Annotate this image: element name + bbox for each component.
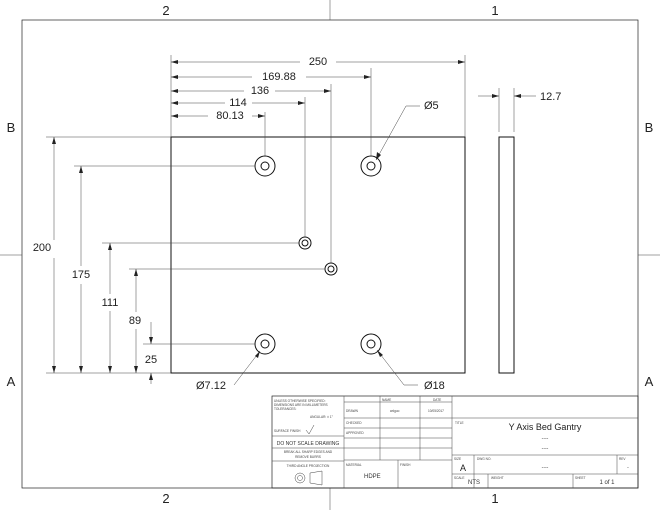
dimension-136: 136 bbox=[251, 85, 269, 97]
notes-line1: UNLESS OTHERWISE SPECIFIED: bbox=[274, 399, 326, 403]
row-checked: CHECKED bbox=[346, 421, 362, 425]
material-label: MATERIAL bbox=[346, 463, 362, 467]
title-label: TITLE bbox=[455, 421, 464, 425]
row-drawn: DRAWN bbox=[346, 409, 359, 413]
projection-symbol bbox=[294, 470, 323, 486]
title-sub2: ---- bbox=[542, 446, 549, 452]
dimension-width-250: 250 bbox=[309, 56, 327, 68]
sheet-value: 1 of 1 bbox=[599, 480, 615, 486]
row-approved: APPROVED bbox=[346, 431, 364, 435]
zone-label-right-b: B bbox=[645, 120, 654, 135]
dimension-175: 175 bbox=[72, 269, 90, 281]
dwg-no-value: ---- bbox=[542, 465, 549, 471]
zone-label-bottom-1: 1 bbox=[491, 491, 498, 506]
dimension-89: 89 bbox=[129, 315, 141, 327]
dimension-111: 111 bbox=[102, 297, 119, 309]
break-edges-line1: BREAK ALL SHARP EDGES AND bbox=[284, 450, 333, 454]
finish-label: FINISH bbox=[400, 463, 411, 467]
callout-hole-7-12: Ø7.12 bbox=[196, 380, 226, 392]
plate-front-view bbox=[170, 136, 466, 374]
notes-line2: DIMENSIONS ARE IN MILLIMETERS bbox=[274, 403, 328, 407]
dimension-lines-vertical bbox=[46, 136, 325, 384]
drawing-title: Y Axis Bed Gantry bbox=[509, 422, 582, 432]
leader-lines bbox=[233, 105, 420, 386]
hole-bottom-left bbox=[254, 333, 276, 355]
surface-finish-symbol bbox=[305, 424, 315, 435]
title-block bbox=[271, 395, 639, 489]
size-label: SIZE bbox=[454, 457, 461, 461]
notes-line4: ANGULAR: ± 1° bbox=[310, 415, 334, 419]
dwg-no-label: DWG NO. bbox=[477, 457, 491, 461]
break-edges-line2: REMOVE BURRS bbox=[295, 455, 321, 459]
dimension-25: 25 bbox=[145, 354, 157, 366]
hole-mid-lower bbox=[324, 262, 338, 276]
zone-label-left-b: B bbox=[7, 120, 16, 135]
dimension-114: 114 bbox=[229, 97, 247, 109]
dimension-lines-horizontal bbox=[170, 55, 536, 263]
dimension-thickness: 12.7 bbox=[540, 91, 561, 103]
zone-label-bottom-2: 2 bbox=[162, 491, 169, 506]
notes-line3: TOLERANCES: bbox=[274, 407, 297, 411]
title-sub1: ---- bbox=[542, 436, 549, 442]
material-value: HDPE bbox=[364, 474, 381, 480]
col-name: NAME bbox=[382, 398, 391, 402]
surface-finish-label: SURFACE FINISH bbox=[274, 429, 301, 433]
sheet-label: SHEET bbox=[575, 476, 586, 480]
scale-value: NTS bbox=[468, 480, 480, 486]
callout-hole-5: Ø5 bbox=[424, 100, 439, 112]
zone-label-top-1: 1 bbox=[491, 3, 498, 18]
projection-label: THIRD ANGLE PROJECTION bbox=[287, 464, 330, 468]
dimension-169-88: 169.88 bbox=[262, 71, 296, 83]
callout-hole-18: Ø18 bbox=[424, 380, 445, 392]
size-value: A bbox=[460, 463, 466, 473]
hole-top-right bbox=[360, 155, 382, 177]
col-date: DATE bbox=[433, 398, 441, 402]
do-not-scale-label: DO NOT SCALE DRAWING bbox=[277, 441, 340, 447]
rev-label: REV bbox=[619, 457, 626, 461]
rev-value: - bbox=[627, 465, 629, 471]
drawn-date: 10/05/2017 bbox=[428, 409, 444, 413]
dimension-height-200: 200 bbox=[33, 242, 51, 254]
zone-label-right-a: A bbox=[645, 374, 654, 389]
zone-label-left-a: A bbox=[7, 374, 16, 389]
scale-label: SCALE bbox=[454, 476, 464, 480]
hole-bottom-right bbox=[360, 333, 382, 355]
zone-label-top-2: 2 bbox=[162, 3, 169, 18]
plate-side-view bbox=[498, 136, 515, 374]
drawn-name: wdguo bbox=[390, 409, 400, 413]
hole-top-left bbox=[254, 155, 276, 177]
dimension-80-13: 80.13 bbox=[216, 110, 244, 122]
hole-mid-upper bbox=[298, 236, 312, 250]
weight-label: WEIGHT bbox=[491, 476, 504, 480]
